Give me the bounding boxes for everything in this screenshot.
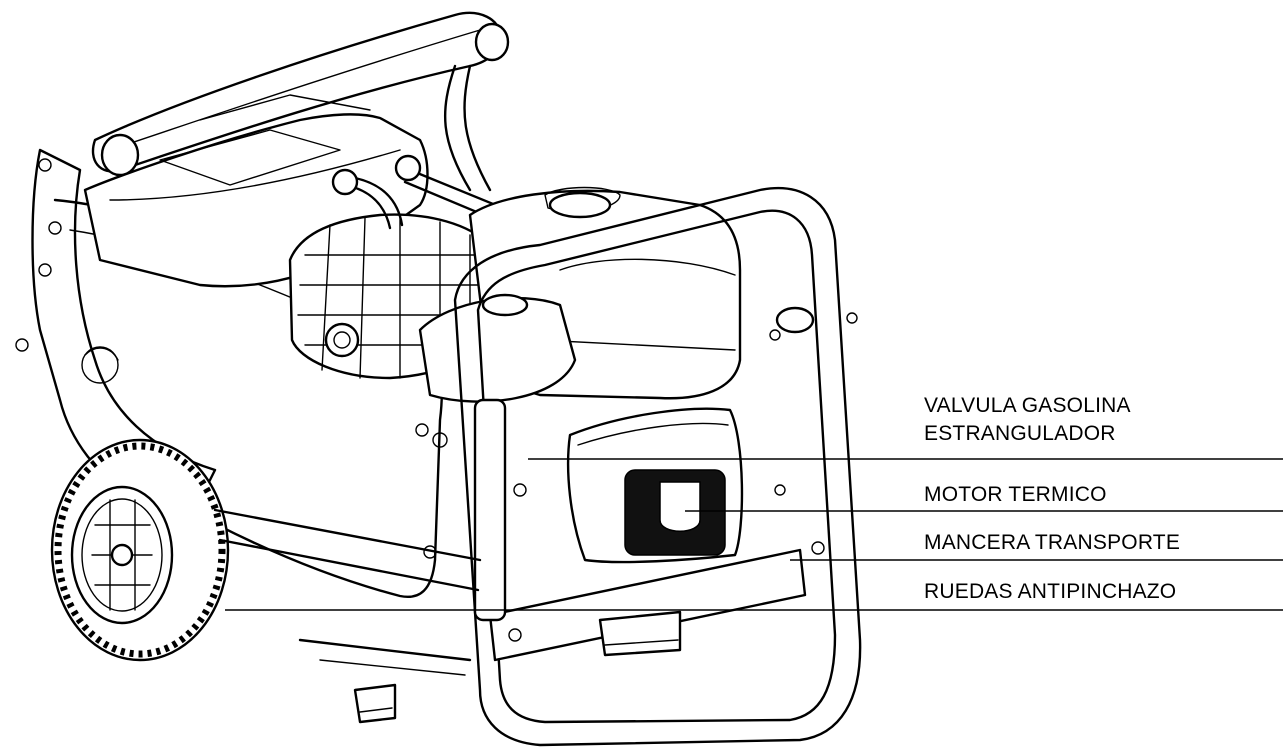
label-mancera-transporte: MANCERA TRANSPORTE <box>924 531 1181 554</box>
feet <box>353 610 682 724</box>
label-motor-termico: MOTOR TERMICO <box>924 483 1107 506</box>
label-valvula-gasolina: VALVULA GASOLINA <box>924 394 1131 417</box>
base-rails <box>213 508 482 676</box>
hoses <box>331 154 522 230</box>
front-frame <box>453 186 862 747</box>
wheel <box>50 346 230 662</box>
leader-lines <box>225 458 1283 611</box>
label-estrangulador: ESTRANGULADOR <box>924 422 1116 445</box>
muffler <box>566 407 744 564</box>
label-ruedas-antipinchazo: RUEDAS ANTIPINCHAZO <box>924 580 1177 603</box>
transport-handle <box>91 11 510 192</box>
